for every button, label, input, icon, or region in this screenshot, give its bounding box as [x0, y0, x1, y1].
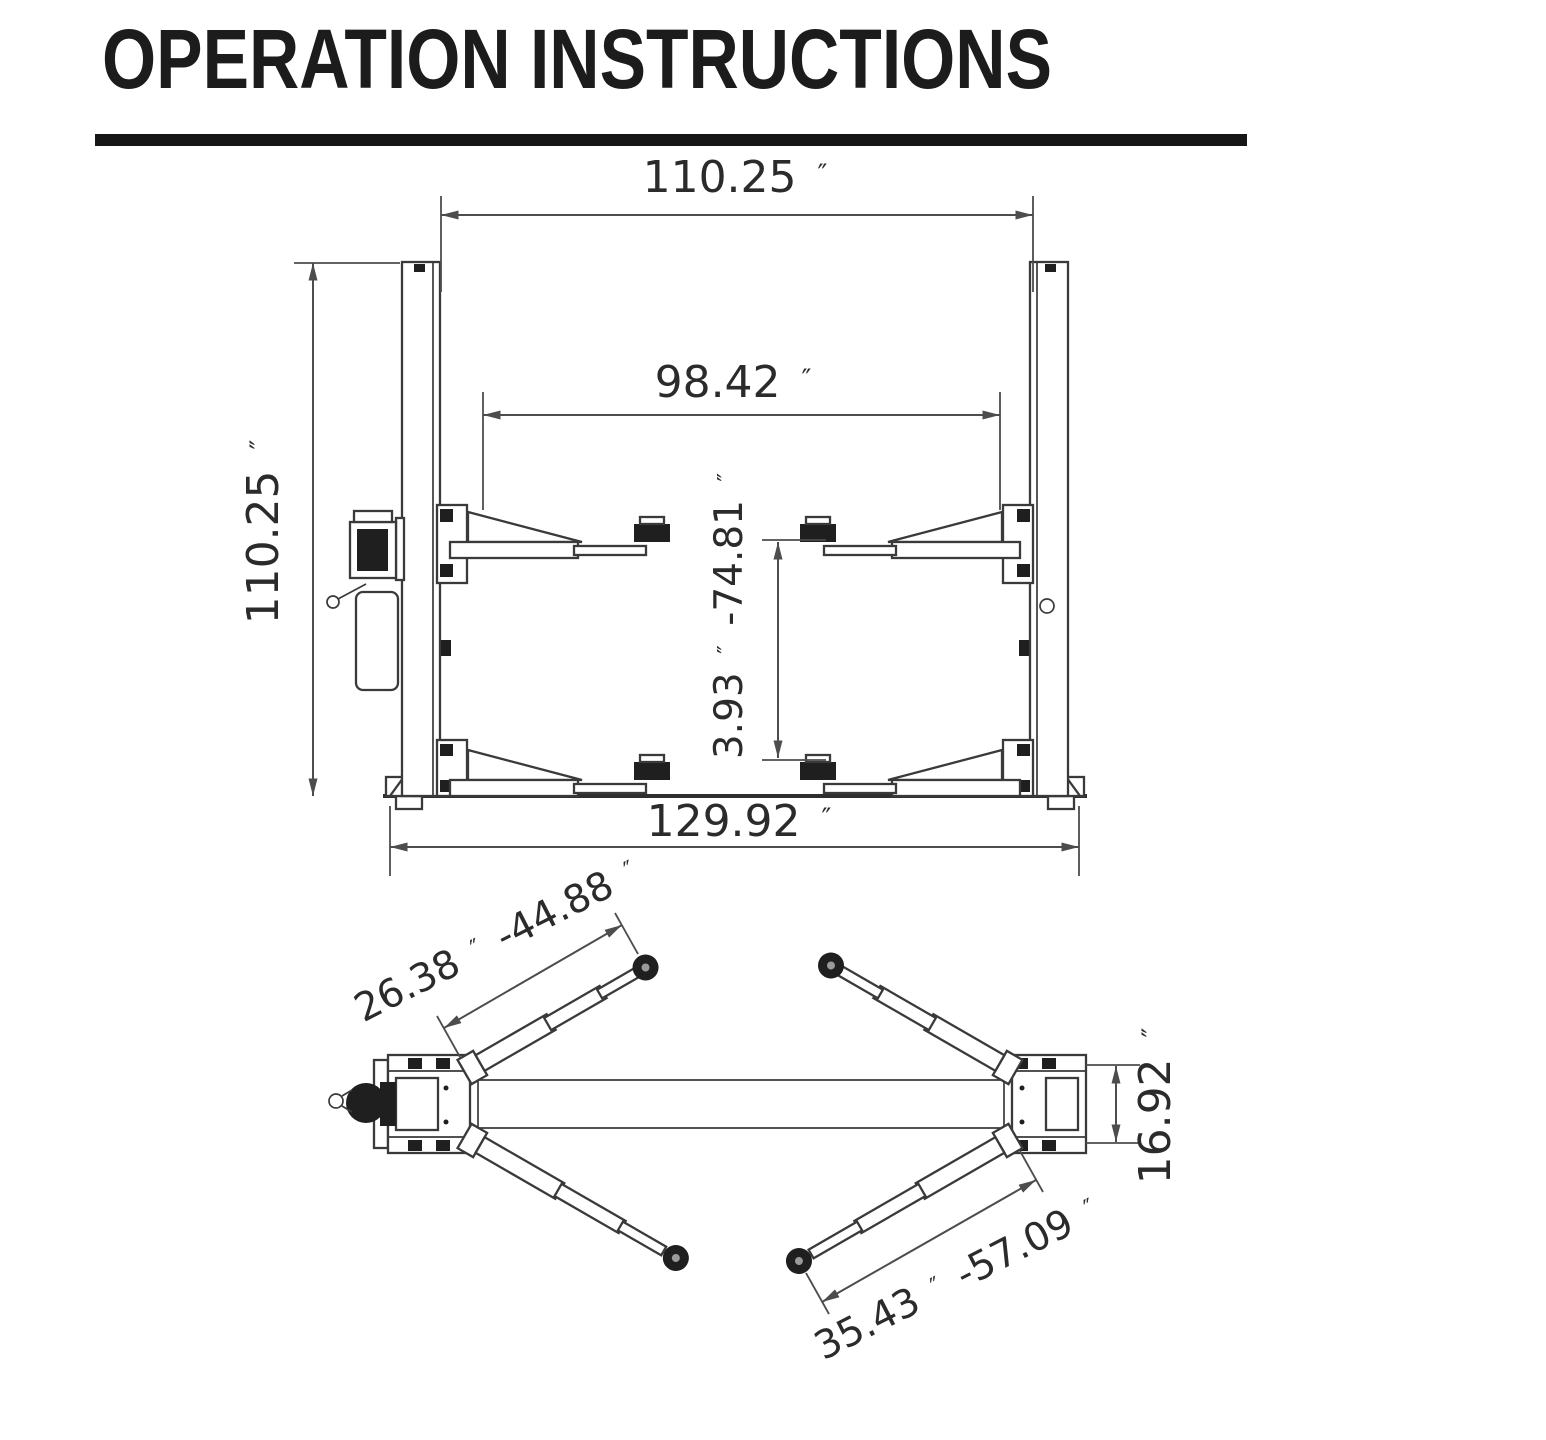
- plan-crossbeam: [470, 1079, 1012, 1129]
- plan-arm-rear-left: [455, 1122, 689, 1271]
- plan-right-column-assembly: [1010, 1053, 1088, 1155]
- dim-column-height-label: 110.25 ″: [238, 439, 289, 624]
- dim-max-value: -57.09: [948, 1201, 1080, 1298]
- lift-pad: [800, 762, 836, 780]
- inch-mark: ″: [926, 1271, 947, 1300]
- dimension-base-width: 129.92 ″: [389, 796, 1080, 876]
- inch-mark: ″: [619, 855, 640, 884]
- dimension-lift-height-range: 3.93 ″ -74.81 ″: [699, 473, 826, 761]
- dim-overall-width-label: 110.25 ″: [643, 152, 828, 203]
- inch-mark: ″: [818, 159, 828, 190]
- dim-inner-width-label: 98.42 ″: [655, 357, 812, 408]
- plan-arm-front-left: [455, 954, 659, 1086]
- inch-mark: ″: [712, 645, 740, 654]
- carriage-arms-lowered: [435, 738, 1035, 798]
- plan-view-drawing: 26.38 ″ -44.88 ″ 35.43 ″ -57.09 ″: [328, 855, 1181, 1370]
- dim-value: 110.25: [643, 152, 797, 203]
- dim-max-value: -74.81: [707, 500, 752, 626]
- inch-mark: ″: [466, 933, 487, 962]
- dim-value: 16.92: [1130, 1058, 1181, 1184]
- dimension-inner-width: 98.42 ″: [482, 357, 1001, 510]
- dim-rear-arm-label: 35.43 ″ -57.09 ″: [804, 1181, 1105, 1370]
- title-underline: [95, 134, 1247, 146]
- dim-min-value: 35.43: [808, 1279, 928, 1370]
- lift-pad: [634, 524, 670, 542]
- dim-base-width-label: 129.92 ″: [647, 796, 832, 847]
- dimension-base-plate-depth: 16.92 ″: [1086, 1027, 1181, 1184]
- dim-min-value: 3.93: [707, 672, 752, 759]
- inch-mark: ″: [802, 364, 812, 395]
- lift-pad: [800, 524, 836, 542]
- inch-mark: ″: [822, 803, 832, 834]
- plan-power-unit: [328, 1082, 396, 1126]
- plan-arm-front-right: [818, 952, 1025, 1086]
- dimension-overall-width: 110.25 ″: [440, 152, 1034, 292]
- page-title: OPERATION INSTRUCTIONS: [102, 12, 1052, 106]
- lift-pad: [634, 762, 670, 780]
- dimension-rear-arm-reach: 35.43 ″ -57.09 ″: [804, 1150, 1105, 1370]
- inch-mark: ″: [245, 439, 276, 449]
- inch-mark: ″: [1079, 1193, 1100, 1222]
- carriage-arms-raised: [435, 503, 1035, 585]
- power-unit: [326, 509, 406, 692]
- front-view-drawing: 110.25 ″ 98.42 ″ 110.25 ″: [238, 152, 1087, 876]
- dim-plate-depth-label: 16.92 ″: [1130, 1027, 1181, 1184]
- dim-value: 129.92: [647, 796, 801, 847]
- column-hole: [1039, 598, 1055, 614]
- dim-max-value: -44.88: [488, 863, 620, 960]
- right-column: [1019, 260, 1070, 798]
- dim-lift-range-label: 3.93 ″ -74.81 ″: [699, 473, 752, 760]
- inch-mark: ″: [1137, 1027, 1168, 1037]
- oil-tank: [354, 590, 400, 692]
- dimension-column-height: 110.25 ″: [238, 262, 400, 796]
- inch-mark: ″: [712, 473, 740, 482]
- dim-min-value: 26.38: [348, 941, 468, 1032]
- plan-left-column-assembly: [328, 1053, 472, 1155]
- release-handle: [326, 595, 340, 609]
- dim-value: 98.42: [655, 357, 781, 408]
- dim-value: 110.25: [238, 470, 289, 624]
